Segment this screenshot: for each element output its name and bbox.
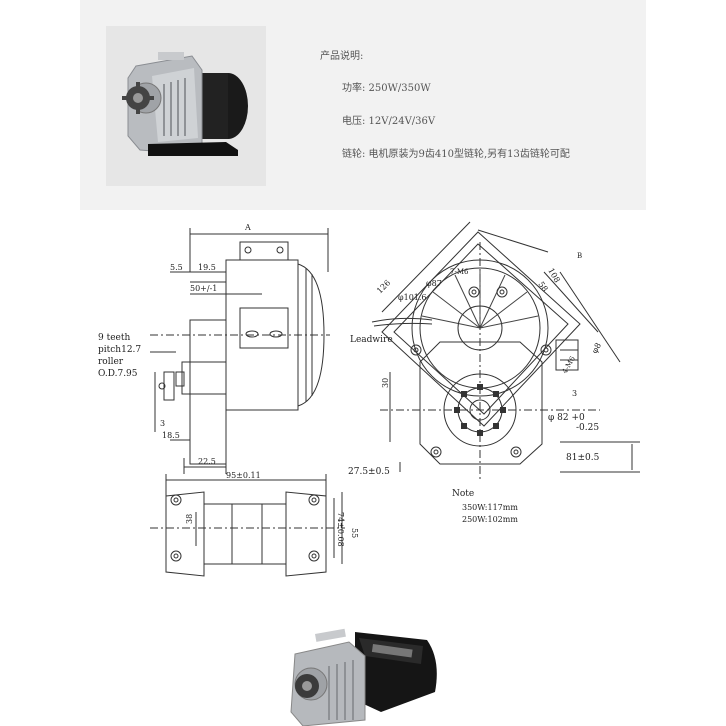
dim-3b-label: 3 — [572, 389, 577, 398]
dim-126-label: 126 — [375, 278, 392, 295]
geared-motor-icon — [106, 26, 266, 186]
motor-photo-top — [106, 26, 266, 186]
motor-engineering-drawing: A 5.5 19.5 50+/-1 9 teeth pitch12.7 roll… — [98, 221, 640, 577]
dim-22-5-label: 22.5 — [198, 457, 216, 466]
teeth-note-3: roller — [98, 357, 124, 367]
tol-025-label: -0.25 — [576, 423, 599, 433]
dim-58-label: 58 — [536, 280, 549, 294]
dim-4-m6-label: 4-M6 — [561, 355, 577, 375]
product-info-panel: 产品说明: 功率: 250W/350W 电压: 12V/24V/36V 链轮: … — [80, 0, 646, 210]
dim-108-label: 108 — [546, 267, 561, 285]
product-info-heading: 产品说明: — [320, 51, 364, 62]
dim-81-label: 81±0.5 — [566, 453, 600, 463]
dim-74-label: 74±0.08 — [336, 512, 345, 547]
dim-50-label: 50+/-1 — [190, 284, 217, 293]
dim-phi8-label: φ8 — [590, 341, 603, 355]
drawing-labels: A 5.5 19.5 50+/-1 9 teeth pitch12.7 roll… — [98, 223, 603, 547]
teeth-note-2: pitch12.7 — [98, 345, 141, 355]
phi82-label: φ 82 +0 — [548, 413, 585, 423]
dim-55-label: 55 — [350, 528, 359, 538]
note-title: Note — [452, 489, 474, 499]
leadwire-label: Leadwire — [350, 335, 393, 345]
dim-5-5-label: 5.5 — [170, 263, 183, 272]
note-250w: 250W:102mm — [462, 515, 518, 524]
dim-3-label: 3 — [160, 419, 165, 428]
dim-95-label: 95±0.11 — [226, 471, 261, 480]
dim-27-label: 27.5±0.5 — [348, 467, 390, 477]
dim-30-label: 30 — [381, 378, 390, 388]
dim-38-label: 38 — [185, 514, 194, 524]
dim-a-label: A — [244, 223, 251, 232]
motor-photo-bottom — [285, 620, 445, 726]
note-350w: 350W:117mm — [462, 503, 518, 512]
dim-19-5-label: 19.5 — [198, 263, 216, 272]
voltage-spec: 电压: 12V/24V/36V — [342, 116, 436, 127]
front-view — [371, 221, 640, 482]
dim-phi87-label: φ87 — [426, 279, 442, 288]
teeth-note-4: O.D.7.95 — [98, 369, 138, 379]
sprocket-spec: 链轮: 电机原装为9齿410型链轮,另有13齿链轮可配 — [342, 149, 570, 160]
dim-m6-label: 7-M6 — [450, 268, 469, 276]
dim-18-5-label: 18.5 — [162, 431, 180, 440]
side-view — [150, 228, 330, 474]
dim-b-label: B — [577, 252, 582, 260]
bottom-view — [150, 474, 345, 577]
power-spec: 功率: 250W/350W — [342, 83, 431, 94]
dim-phi101-label: φ101.6 — [398, 293, 427, 302]
teeth-note-1: 9 teeth — [98, 333, 130, 343]
